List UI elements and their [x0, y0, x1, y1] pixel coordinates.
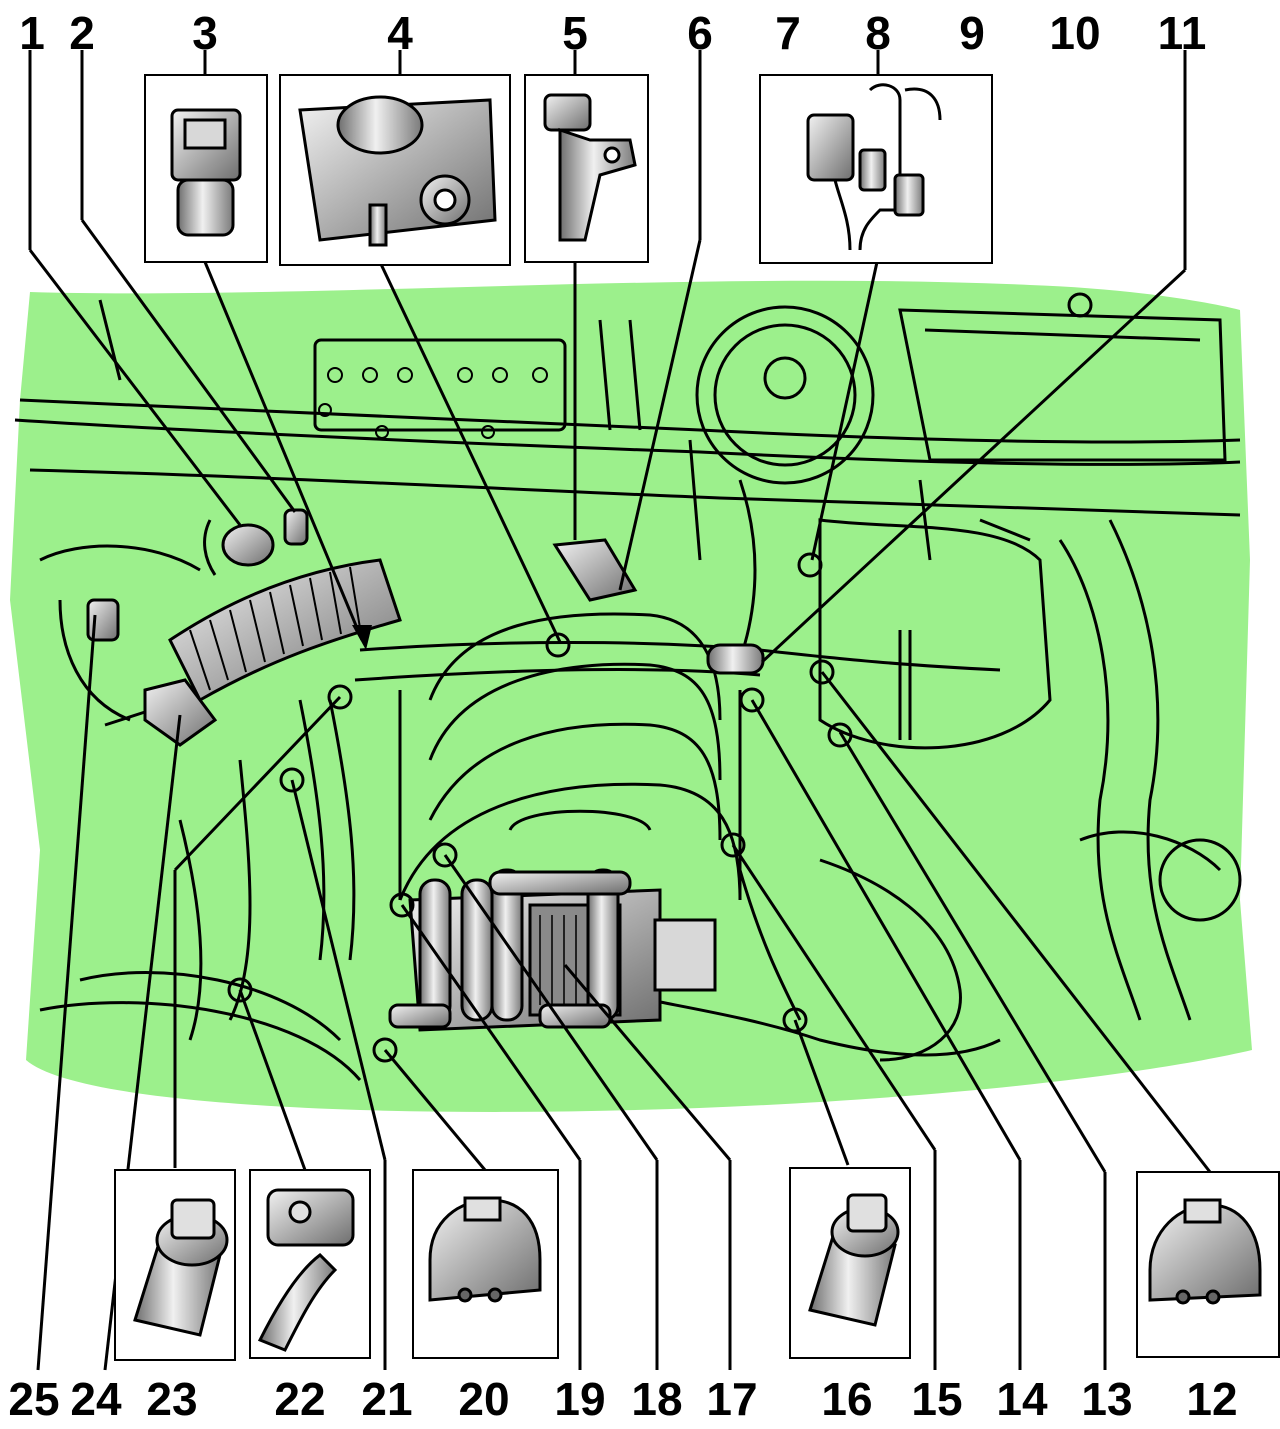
sensor-11-in-bay	[706, 643, 765, 675]
ignition-coil-pack	[388, 868, 717, 1032]
label-16: 16	[821, 1373, 873, 1425]
sensor-1-in-bay	[203, 519, 275, 576]
inset-16	[789, 1167, 911, 1359]
inset-4	[279, 74, 511, 266]
label-17: 17	[706, 1373, 758, 1425]
label-6: 6	[687, 7, 713, 59]
label-9: 9	[959, 7, 985, 59]
label-15: 15	[911, 1373, 963, 1425]
label-8: 8	[865, 7, 891, 59]
inset-23	[114, 1169, 236, 1361]
inset-12	[1136, 1171, 1280, 1358]
label-1: 1	[19, 7, 45, 59]
label-14: 14	[996, 1373, 1048, 1425]
label-2: 2	[69, 7, 95, 59]
label-20: 20	[458, 1373, 510, 1425]
sensor-5-in-bay	[552, 538, 638, 602]
inset-7-8-9	[759, 74, 993, 264]
label-11: 11	[1157, 7, 1207, 59]
label-25: 25	[8, 1373, 60, 1425]
label-12: 12	[1186, 1373, 1238, 1425]
label-5: 5	[562, 7, 588, 59]
label-22: 22	[274, 1373, 326, 1425]
label-10: 10	[1049, 7, 1101, 59]
label-21: 21	[361, 1373, 413, 1425]
engine-bay-area	[10, 280, 1252, 1112]
label-18: 18	[631, 1373, 683, 1425]
arrow-head-3	[352, 625, 372, 650]
label-3: 3	[192, 7, 218, 59]
sensor-24-in-bay	[104, 678, 218, 747]
label-24: 24	[70, 1373, 122, 1425]
inset-3	[144, 74, 268, 263]
label-23: 23	[146, 1373, 198, 1425]
inset-5	[524, 74, 649, 263]
inset-22	[249, 1169, 371, 1359]
sensor-2-in-bay	[283, 508, 309, 546]
sensor-25-in-bay	[86, 598, 120, 642]
target-circles	[227, 292, 1093, 1063]
label-13: 13	[1081, 1373, 1133, 1425]
label-7: 7	[775, 7, 801, 59]
inset-20	[412, 1169, 559, 1359]
leader-lines	[28, 50, 1212, 1371]
label-4: 4	[387, 7, 413, 59]
label-19: 19	[554, 1373, 606, 1425]
